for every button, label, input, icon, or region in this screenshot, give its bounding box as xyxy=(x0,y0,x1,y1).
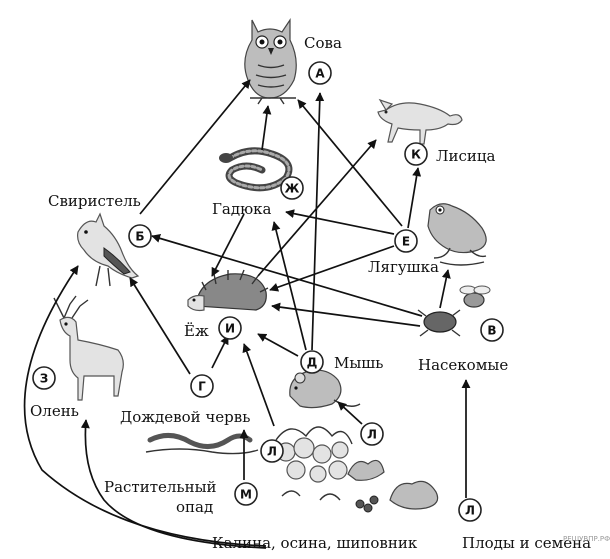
label-deer: Олень xyxy=(30,402,79,420)
arrow-plants-to-waxwing xyxy=(23,265,267,547)
letter-markers: А К Ж Б Е И Д В З Г Л Л М Л xyxy=(32,61,504,522)
arrow-frog-to-viper xyxy=(285,209,395,235)
svg-text:А: А xyxy=(315,67,325,81)
arrow-earthworm-to-hedgehog xyxy=(211,335,229,369)
label-earthworm: Дождевой червь xyxy=(120,408,250,426)
arrow-frog-to-fox xyxy=(407,167,422,229)
arrow-mouse-to-viper xyxy=(271,221,307,351)
label-fox: Лисица xyxy=(436,147,496,165)
svg-text:Е: Е xyxy=(402,235,410,249)
svg-text:З: З xyxy=(40,372,49,386)
watermark: РЕШУВПР.РФ xyxy=(563,535,610,543)
arrow-earthworm-to-waxwing xyxy=(129,277,191,375)
mouse-illustration xyxy=(289,369,361,409)
label-insects: Насекомые xyxy=(418,356,508,374)
svg-text:Ж: Ж xyxy=(285,182,300,196)
label-mouse: Мышь xyxy=(334,354,383,372)
marker-plants-1: Л xyxy=(260,439,284,463)
earthworm-illustration xyxy=(145,433,259,455)
svg-text:К: К xyxy=(411,148,421,162)
marker-earthworm: Г xyxy=(190,374,214,398)
species-labels: Сова Лисица Гадюка Свиристель Лягушка Ёж… xyxy=(30,34,591,552)
marker-owl: А xyxy=(308,61,332,85)
marker-fruits: Л xyxy=(458,498,482,522)
marker-mouse: Д xyxy=(300,350,324,374)
svg-text:В: В xyxy=(487,324,496,338)
arrow-plants-to-deer xyxy=(80,419,267,549)
marker-hedgehog: И xyxy=(218,316,242,340)
svg-text:Л: Л xyxy=(267,445,277,459)
label-litter-line2: опад xyxy=(176,498,213,516)
svg-text:Д: Д xyxy=(307,356,318,370)
waxwing-illustration xyxy=(77,212,140,287)
insects-illustration xyxy=(417,285,491,337)
svg-text:Б: Б xyxy=(135,230,144,244)
svg-text:Г: Г xyxy=(198,380,206,394)
svg-text:Л: Л xyxy=(465,504,475,518)
label-hedgehog: Ёж xyxy=(184,322,209,340)
frog-illustration xyxy=(427,203,487,266)
marker-litter: М xyxy=(234,482,258,506)
arrow-waxwing-to-owl xyxy=(139,79,251,215)
arrow-plants-to-mouse xyxy=(337,401,363,425)
arrow-insects-to-frog xyxy=(439,269,451,309)
marker-plants-2: Л xyxy=(360,422,384,446)
arrow-viper-to-owl xyxy=(261,105,272,151)
svg-text:Л: Л xyxy=(367,428,377,442)
svg-text:И: И xyxy=(225,322,235,336)
label-viper: Гадюка xyxy=(212,200,272,218)
plants-illustration xyxy=(275,426,439,513)
arrow-frog-to-hedgehog xyxy=(269,245,395,292)
arrow-plants-to-hedgehog xyxy=(242,343,275,427)
label-waxwing: Свиристель xyxy=(48,192,141,210)
arrow-mouse-to-owl xyxy=(311,92,325,351)
label-frog: Лягушка xyxy=(368,258,439,276)
hedgehog-illustration xyxy=(187,269,269,312)
label-owl: Сова xyxy=(304,34,342,52)
svg-text:М: М xyxy=(240,488,252,502)
marker-deer: З xyxy=(32,366,56,390)
marker-fox: К xyxy=(404,142,428,166)
owl-illustration xyxy=(244,18,297,105)
deer-illustration xyxy=(53,295,124,401)
marker-frog: Е xyxy=(394,229,418,253)
arrow-insects-to-hedgehog xyxy=(271,302,421,327)
marker-waxwing: Б xyxy=(128,224,152,248)
label-fruits: Плоды и семена xyxy=(462,534,591,552)
arrow-frog-to-owl xyxy=(297,99,403,227)
arrow-insects-to-waxwing xyxy=(151,233,423,317)
viper-illustration xyxy=(219,147,293,192)
label-plants: Калина, осина, шиповник xyxy=(212,534,418,552)
fox-illustration xyxy=(377,98,463,145)
food-web-arrows xyxy=(23,79,471,549)
arrow-mouse-to-hedgehog xyxy=(257,333,299,357)
arrow-hedgehog-to-fox xyxy=(257,139,377,277)
marker-insects: В xyxy=(480,318,504,342)
label-litter-line1: Растительный xyxy=(104,478,217,496)
arrow-viper-to-hedgehog xyxy=(211,213,245,277)
marker-viper: Ж xyxy=(280,176,304,200)
